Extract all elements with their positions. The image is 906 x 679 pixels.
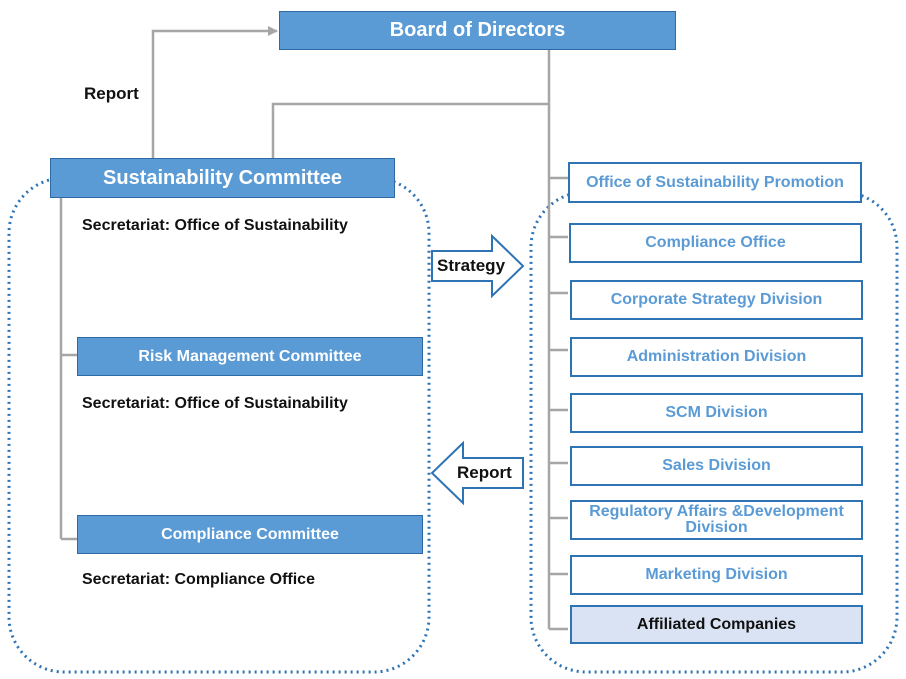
report-arrow-label: Report — [457, 463, 512, 482]
right-branch-ticks — [549, 176, 568, 631]
division-marketing: Marketing Division — [570, 555, 863, 595]
office-sustainability-promotion-box: Office of Sustainability Promotion — [568, 162, 862, 203]
division-scm: SCM Division — [570, 393, 863, 433]
left-group-frame — [7, 176, 431, 674]
risk-management-committee-label: Risk Management Committee — [138, 347, 362, 365]
compliance-committee-box: Compliance Committee — [77, 515, 423, 554]
sustainability-committee-box: Sustainability Committee — [50, 158, 395, 198]
report-arrow — [430, 440, 524, 506]
strategy-arrow-label: Strategy — [437, 256, 506, 275]
board-of-directors-box: Board of Directors — [279, 11, 676, 50]
sustainability-committee-label: Sustainability Committee — [103, 166, 342, 189]
division-regulatory-affairs-development: Regulatory Affairs &Development Division — [570, 500, 863, 540]
sustainability-secretariat: Secretariat: Office of Sustainability — [82, 217, 348, 234]
division-administration: Administration Division — [570, 337, 863, 377]
division-corporate-strategy: Corporate Strategy Division — [570, 280, 863, 320]
affiliated-companies-box: Affiliated Companies — [570, 605, 863, 644]
board-to-committee-connector — [271, 50, 551, 158]
risk-management-committee-box: Risk Management Committee — [77, 337, 423, 376]
compliance-committee-label: Compliance Committee — [161, 525, 339, 543]
report-connector — [151, 26, 278, 158]
compliance-secretariat: Secretariat: Compliance Office — [82, 571, 315, 588]
report-label-top: Report — [84, 84, 139, 103]
division-compliance-office: Compliance Office — [569, 223, 862, 263]
board-of-directors-label: Board of Directors — [389, 19, 566, 41]
strategy-arrow — [431, 233, 525, 299]
division-sales: Sales Division — [570, 446, 863, 486]
risk-management-secretariat: Secretariat: Office of Sustainability — [82, 395, 348, 412]
